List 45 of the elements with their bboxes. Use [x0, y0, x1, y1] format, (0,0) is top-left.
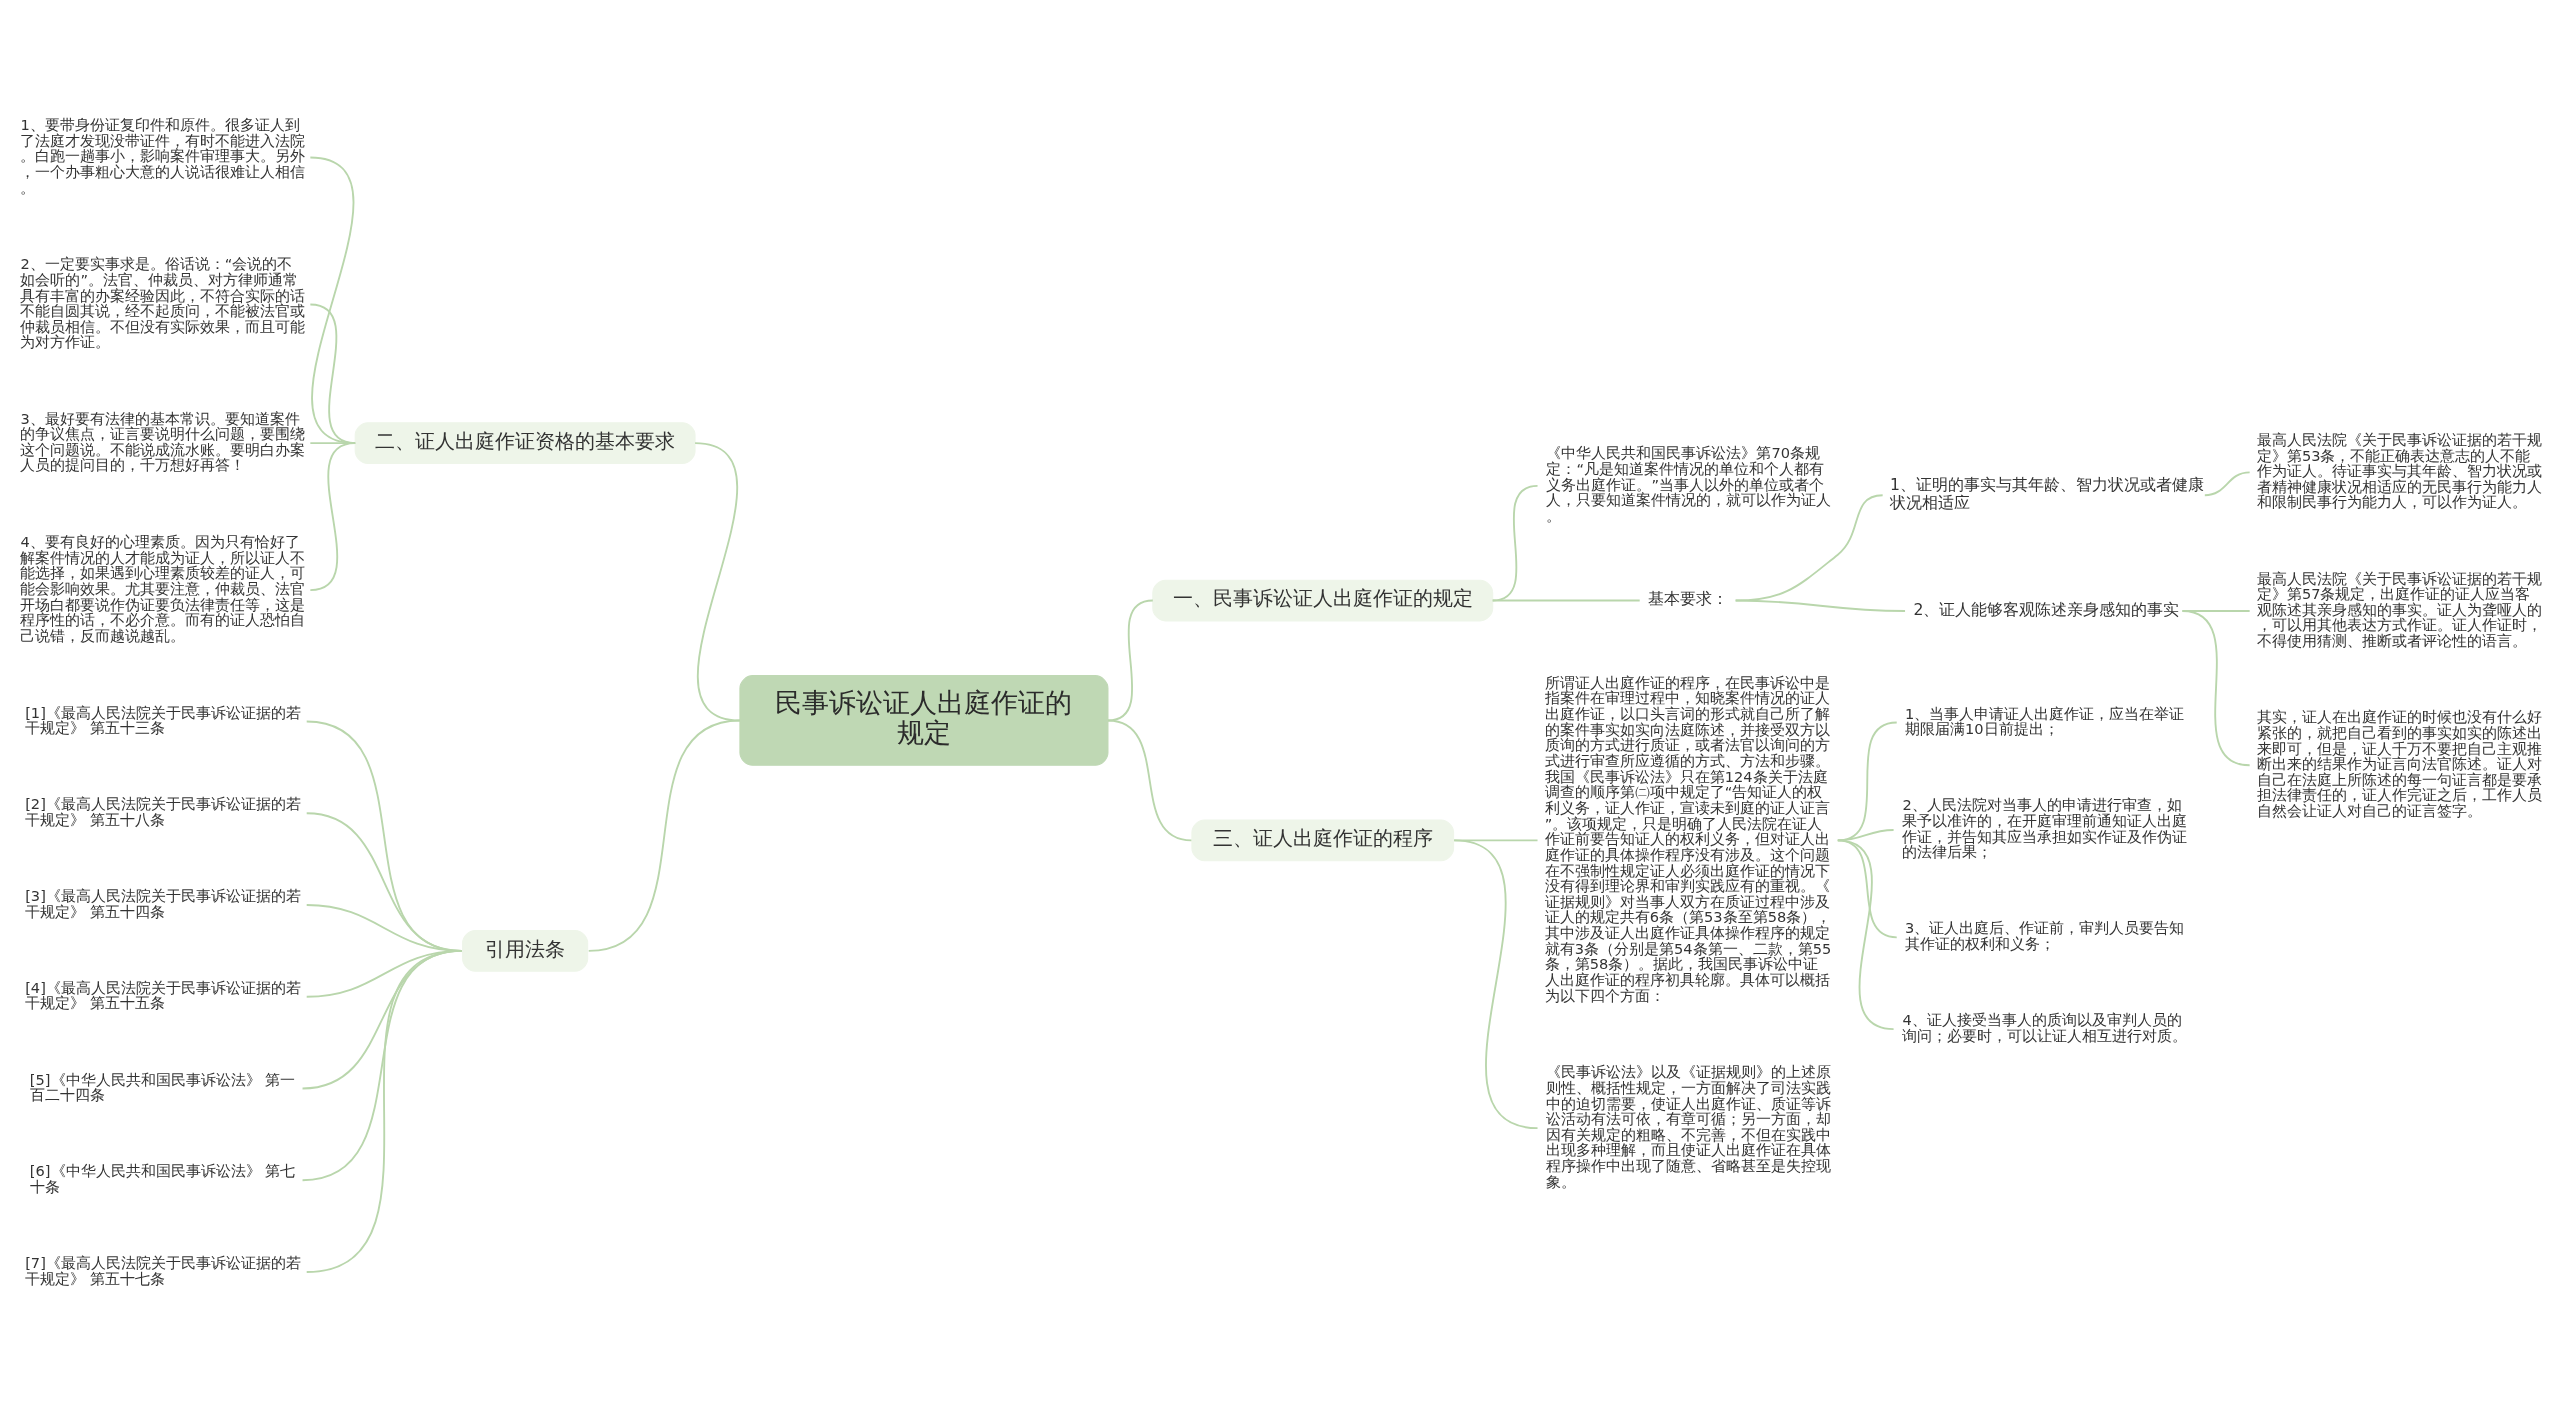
node-text: [2]《最高人民法院关于民事诉讼证据的若干规定》 第五十八条: [25, 794, 301, 828]
connector: [1491, 599, 1641, 601]
node-text: 2、人民法院对当事人的申请进行审查，如果予以准许的，在开庭审理前通知证人出庭作证，并告知其应当承担如实作证及作伪证的法律后果；: [1902, 795, 2188, 860]
node-text: [5]《中华人民共和国民事诉讼法》 第一百二十四条: [29, 1070, 296, 1103]
connector: [1836, 828, 1895, 841]
node-text: 《民事诉讼法》以及《证据规则》的上述原则性、概括性规定，一方面解决了司法实践中的迫切需要，使证人出庭作证、质证等诉讼活动有法可依，有章可循；另一方面，却因有关规定的粗略、不完善，不但在实践中出现多种理解，而且使证人出庭作证在具体程序操作中出现了随意、省略甚至是失控现象。: [1546, 1062, 1832, 1190]
node-box: 三、证人出庭作证的程序: [1191, 819, 1455, 861]
node-text: 最高人民法院《关于民事诉讼证据的若干规定》第57条规定，出庭作证的证人应当客观陈述其亲身感知的事实。证人为聋哑人的，可以用其他表达方式作证。证人作证时，不得使用猜测、推断或者评论性的语言。: [2256, 569, 2542, 649]
node-text: 基本要求：: [1648, 588, 1729, 608]
node-text: [1]《最高人民法院关于民事诉讼证据的若干规定》 第五十三条: [25, 703, 301, 736]
node-text: 4、要有良好的心理素质。因为只有恰好了解案件情况的人才能成为证人，所以证人不能选择，如果遇到心理素质较差的证人，可能会影响效果。尤其要注意，仲裁员、法官开场白都要说作伪证要负法律责任等，这是程序性的话，不必介意。而有的证人恐怕自己说错，反而越说越乱。: [20, 532, 306, 644]
connector: [1836, 838, 1895, 1030]
connector: [1836, 721, 1898, 841]
node-text: 4、证人接受当事人的质询以及审判人员的询问；必要时，可以让证人相互进行对质。: [1902, 1010, 2188, 1044]
node-text: [6]《中华人民共和国民事诉讼法》 第七十条: [29, 1161, 296, 1195]
connector: [305, 949, 463, 1273]
connector: [2181, 609, 2251, 766]
node-text: 《中华人民共和国民事诉讼法》第70条规定：“凡是知道案件情况的单位和个人都有义务出庭作证。”当事人以外的单位或者个人，只要知道案件情况的，就可以作为证人。: [1546, 443, 1832, 524]
connector: [1734, 599, 1906, 612]
connector: [309, 156, 357, 444]
connector: [2203, 470, 2251, 496]
node-box: 引用法条: [462, 929, 589, 972]
node-box: 民事诉讼证人出庭作证的规定: [739, 674, 1109, 766]
node-text: 1、证明的事实与其年龄、智力状况或者健康状况相适应: [1889, 474, 2204, 512]
node-text: [7]《最高人民法院关于民事诉讼证据的若干规定》 第五十七条: [25, 1253, 301, 1287]
node-text: 1、当事人申请证人出庭作证，应当在举证期限届满10日前提出；: [1905, 704, 2185, 737]
node-text: [3]《最高人民法院关于民事诉讼证据的若干规定》 第五十四条: [25, 886, 301, 920]
connector: [1107, 719, 1193, 841]
node-text: 2、证人能够客观陈述亲身感知的事实: [1913, 599, 2180, 619]
connector: [1491, 484, 1539, 601]
connector: [309, 441, 357, 591]
connector: [1453, 838, 1539, 1129]
node-text: 最高人民法院《关于民事诉讼证据的若干规定》第53条，不能正确表达意志的人不能作为证人。待证事实与其年龄、智力状况或者精神健康状况相适应的无民事行为能力人和限制民事行为能力人，可以作为证人。: [2256, 430, 2542, 510]
node-text: 1、要带身份证复印件和原件。很多证人到了法庭才发现没带证件，有时不能进入法院。白跑一趟事小，影响案件审理事大。另外，一个办事粗心大意的人说话很难让人相信。: [20, 115, 306, 196]
node-box: 一、民事诉讼证人出庭作证的规定: [1152, 579, 1494, 621]
node-box: 二、证人出庭作证资格的基本要求: [354, 421, 696, 464]
connector: [1107, 599, 1154, 721]
connector: [587, 719, 741, 952]
node-text: 其实，证人在出庭作证的时候也没有什么好紧张的，就把自己看到的事实如实的陈述出来即可，但是，证人千万不要把自己主观推断出来的结果作为证言向法官陈述。证人对自己在法庭上所陈述的每一句证言都是要承担法律责任的，证人作完证之后，工作人员自然会让证人对自己的证言签字。: [2256, 707, 2542, 819]
node-text: 3、证人出庭后、作证前，审判人员要告知其作证的权利和义务；: [1905, 918, 2185, 952]
connector: [694, 441, 741, 721]
node-text: 2、一定要实事求是。俗话说：“会说的不如会听的”。法官、仲裁员、对方律师通常具有丰富的办案经验因此，不符合实际的话不能自圆其说，经不起质问，不能被法官或仲裁员相信。不但没有实际效果，而且可能为对方作证。: [20, 254, 306, 350]
node-text: 3、最好要有法律的基本常识。要知道案件的争议焦点，证言要说明什么问题，要围绕这个问题说。不能说成流水账。要明白办案人员的提问目的，千万想好再答！: [20, 409, 306, 473]
node-text: [4]《最高人民法院关于民事诉讼证据的若干规定》 第五十五条: [25, 978, 301, 1011]
node-text: 所谓证人出庭作证的程序，在民事诉讼中是指案件在审理过程中，知晓案件情况的证人出庭作证，以口头言词的形式就自己所了解的案件事实如实向法庭陈述，并接受双方以质询的方式进行质证，或者法官以询问的方式进行审查所应遵循的方式、方法和步骤。我国《民事诉讼法》只在第124条关于法庭调查的顺序第㈡项中规定了“告知证人的权利义务，证人作证，宣读未到庭的证人证言”。该项规定，只是明确了人民法院在证人作证前要告知证人的权利义务，但对证人出庭作证的具体操作程序没有涉及。这个问题在不强制性规定证人必须出庭作证的情况下没有得到理论界和审判实践应有的重视。《证据规则》对当事人双方在质证过程中涉及证人的规定共有6条（第53条至第58条），其中涉及证人出庭作证具体操作程序的规定就有3条（分别是第54条第一、二款，第55条，第58条）。据此，我国民事诉讼中证人出庭作证的程序初具轮廓。具体可以概括为以下四个方面：: [1544, 673, 1832, 1004]
